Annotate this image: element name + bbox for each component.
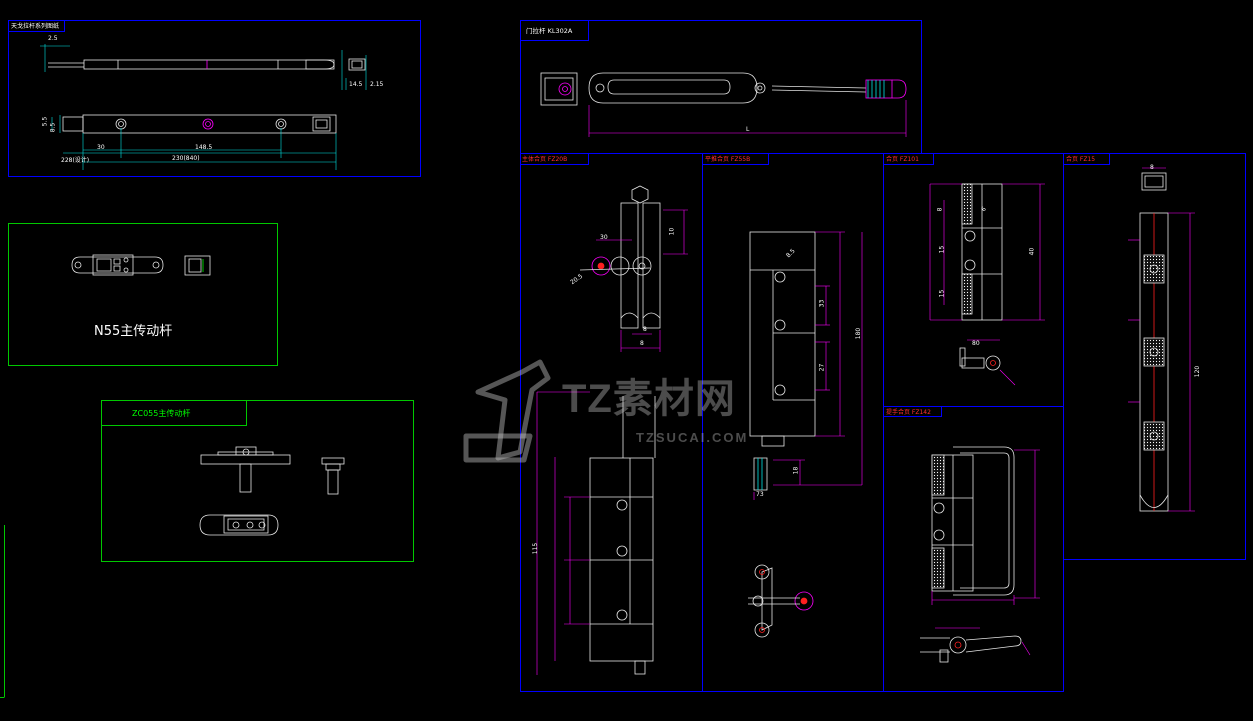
dim-label: 230(840)	[172, 155, 200, 162]
dim-label: 40	[1028, 247, 1036, 256]
fz142-drawing	[920, 446, 1022, 663]
dim-label: 15	[938, 245, 946, 254]
fz20b-body-dims	[536, 391, 590, 675]
fz15-dims	[1128, 167, 1195, 512]
dim-label: 148.5	[195, 144, 213, 151]
frame-n55	[8, 223, 278, 366]
dim-label: 120	[1194, 365, 1202, 378]
fz55b-arm-drawing	[748, 564, 814, 638]
dim-label: 180	[855, 327, 863, 340]
frame-rod-drawing	[8, 20, 421, 177]
dim-label: L	[746, 126, 750, 133]
watermark-url: TZSUCAI.COM	[636, 430, 749, 445]
dim-label: 228(设计)	[61, 157, 90, 164]
frame-kl302a-title-box	[520, 20, 589, 41]
frame-zc055-title-box	[101, 400, 247, 426]
dim-label: 18	[792, 466, 800, 475]
fz55b-drawing	[749, 231, 816, 491]
fz20b-top-drawing	[579, 185, 661, 329]
fz55b-title: 平推合页 FZ55B	[705, 156, 751, 163]
zc055-drawing	[199, 446, 345, 536]
dim-label: 2.15	[370, 81, 384, 88]
dim-label: 8	[643, 326, 647, 333]
fz142-title: 提手合页 FZ142	[886, 409, 931, 416]
dim-label: 8	[1150, 164, 1154, 171]
watermark-brand: TZ素材网	[562, 377, 736, 421]
fz20b-title: 主体合页 FZ20B	[522, 156, 568, 163]
dim-label: 30	[600, 234, 608, 241]
n55-drawing	[71, 254, 211, 276]
panel-frames	[0, 20, 1246, 698]
dim-label: 8	[640, 340, 644, 347]
dim-label: 2.5	[48, 35, 58, 42]
watermark-logo-icon	[463, 359, 551, 463]
frame-zc055	[101, 400, 414, 562]
kl302a-dimension	[588, 100, 907, 137]
fz20b-top-dims	[596, 209, 688, 352]
rod-dimension-lines	[40, 44, 367, 170]
zc055-title: ZC055主传动杆	[132, 409, 191, 418]
fz15-drawing	[1139, 172, 1169, 512]
dim-label: 30	[97, 144, 105, 151]
rod-drawing	[48, 58, 366, 134]
n55-caption: N55主传动杆	[94, 324, 173, 339]
dim-label: 33	[818, 299, 826, 308]
dim-label: 15	[938, 289, 946, 298]
frame-fz15	[1063, 153, 1246, 560]
dim-label: 10	[668, 227, 676, 236]
kl302a-drawing	[540, 72, 907, 106]
dim-label: 115	[532, 542, 540, 555]
fz15-title: 合页 FZ15	[1066, 156, 1096, 163]
fz142-dims	[931, 449, 1040, 656]
rod-drawing-title: 天戈拉杆系列图纸	[11, 23, 60, 30]
dim-label: 5.5	[41, 116, 49, 127]
fz101-drawing	[959, 183, 1003, 371]
kl302a-title: 门拉杆 KL302A	[526, 27, 573, 35]
dim-label: 8	[936, 207, 944, 212]
frame-rod-title-box	[8, 20, 65, 32]
fz20b-body-drawing	[589, 396, 656, 675]
fz101-title: 合页 FZ101	[886, 156, 919, 163]
frame-fz101	[883, 153, 1064, 407]
dim-label: 80	[972, 340, 980, 347]
fz101-dims	[929, 183, 1045, 386]
dim-label: 8.5	[49, 122, 57, 133]
dim-label: 73	[756, 491, 764, 498]
dim-label: 14.5	[349, 81, 363, 88]
frame-fz142	[883, 406, 1064, 692]
dim-label: 27	[818, 363, 826, 372]
fz55b-dims	[753, 231, 863, 500]
